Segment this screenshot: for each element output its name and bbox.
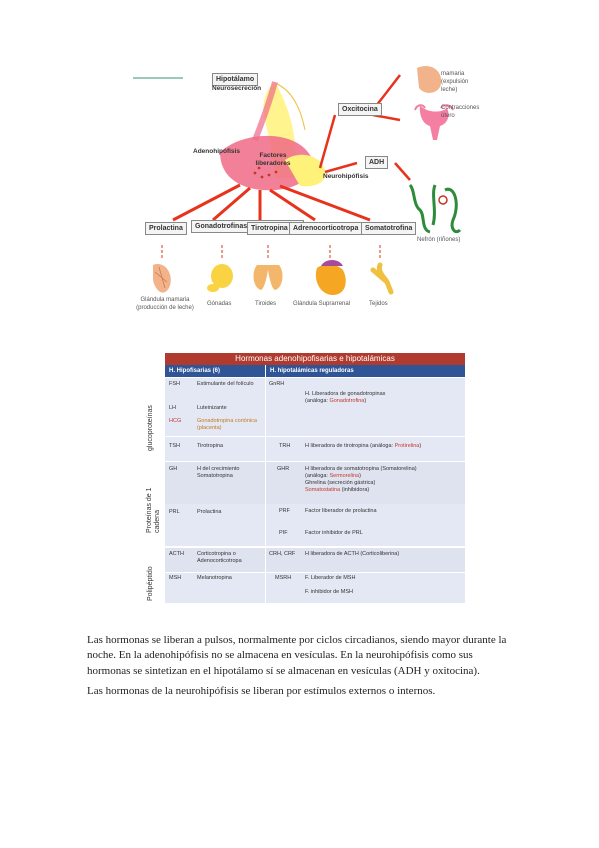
cell-name: Prolactina [197,509,222,515]
cell-reg-abbr: TRH [279,443,291,449]
caption-mamaria: mamaria (expulsión leche) [441,71,469,93]
cell-reg-text: Factor inhibidor de PRL [305,530,363,536]
organ-tiroides: Tiroides [255,301,277,307]
cell-abbr: TSH [169,443,180,449]
cell-reg-text: H liberadora de somatotropina (Somatorel… [305,466,417,493]
cell-abbr: MSH [169,575,182,581]
group-polipeptido: Polipéptido [147,566,154,601]
cell-name: Corticotropina o Adenocorticotropa [197,551,242,564]
cell-abbr: HCG [169,418,182,424]
cell-reg-text: Factor liberador de prolactina [305,508,377,514]
target-somatotrofina: Somatotrofina [361,222,417,235]
cell-reg-text: H liberadora de ACTH (Corticoliberina) [305,551,400,557]
cell-name: Tirotropina [197,443,224,449]
cell-name: H del crecimiento Somatotropina [197,466,240,479]
cell-reg-text: F. inhibidor de MSH [305,589,353,595]
paragraph-2: Las hormonas de la neurohipófisis se lib… [87,685,436,697]
cell-reg-abbr: PRF [279,508,290,514]
cell-abbr: PRL [169,509,180,515]
cell-abbr: GH [169,466,178,472]
hormones-table: Hormonas adenohipofisarias e hipotalámic… [145,353,465,605]
cell-reg-text: F. Liberador de MSH [305,575,356,581]
organ-tejidos: Tejidos [369,301,388,307]
header-hipofisarias: H. Hipofisarias (6) [165,365,265,377]
caption-nefron: Nefrón (riñones) [417,237,461,243]
cell-reg-abbr: MSRH [275,575,292,581]
label-adenohipofisis: Adenohipófisis [193,148,240,155]
label-neurohipofisis: Neurohipófisis [323,173,369,180]
cell-name: Estimulante del folículo [197,381,254,387]
cell-reg-abbr: PIF [279,530,288,536]
cell-reg-abbr: CRH, CRF [269,551,296,557]
target-prolactina: Prolactina [145,222,187,235]
paragraph-1: Las hormonas se liberan a pulsos, normal… [87,634,507,677]
organ-suprarrenal: Glándula Suprarrenal [293,301,351,307]
hormone-diagram: Hipotálamo Neurosecreción Adenohipófisis… [125,60,599,322]
label-factores-liberadores: Factores liberadores [255,152,291,167]
target-adrenocorticotropa: Adrenocorticotropa [289,222,363,235]
cell-abbr: FSH [169,381,180,387]
label-neurosecrecion: Neurosecreción [212,85,262,92]
caption-contracciones: Contracciones útero [441,105,480,119]
cell-name: Gonadotropina coriónica (placenta) [197,418,257,431]
label-oxcitocina: Oxcitocina [338,103,382,116]
cell-reg-text: H liberadora de tirotropina (análoga: Pr… [305,443,422,449]
table-title: Hormonas adenohipofisarias e hipotalámic… [165,353,465,365]
cell-name: Luteinizante [197,405,227,411]
target-tirotropina: Tirotropina [247,222,292,235]
cell-reg-text: H. Liberadora de gonadotropinas (análoga… [305,391,386,404]
cell-name: Melanotropina [197,575,232,581]
cell-abbr: ACTH [169,551,184,557]
group-proteinas-cadena: Proteínas de 1 cadena [146,487,161,533]
organ-gonadas: Gónadas [207,301,232,307]
header-hipotalamicas: H. hipotalámicas reguladoras [266,365,465,377]
label-adh: ADH [365,156,389,169]
cell-reg-abbr: GHR [277,466,290,472]
diagram-graphic [133,65,462,295]
organ-mamaria: Glándula mamaria (producción de leche) [136,297,194,311]
group-glucoproteinas: glucoproteínas [147,405,154,451]
cell-abbr: LH [169,405,177,411]
cell-reg-abbr: GnRH [269,381,285,387]
label-hipotalamo: Hipotálamo [212,73,259,86]
